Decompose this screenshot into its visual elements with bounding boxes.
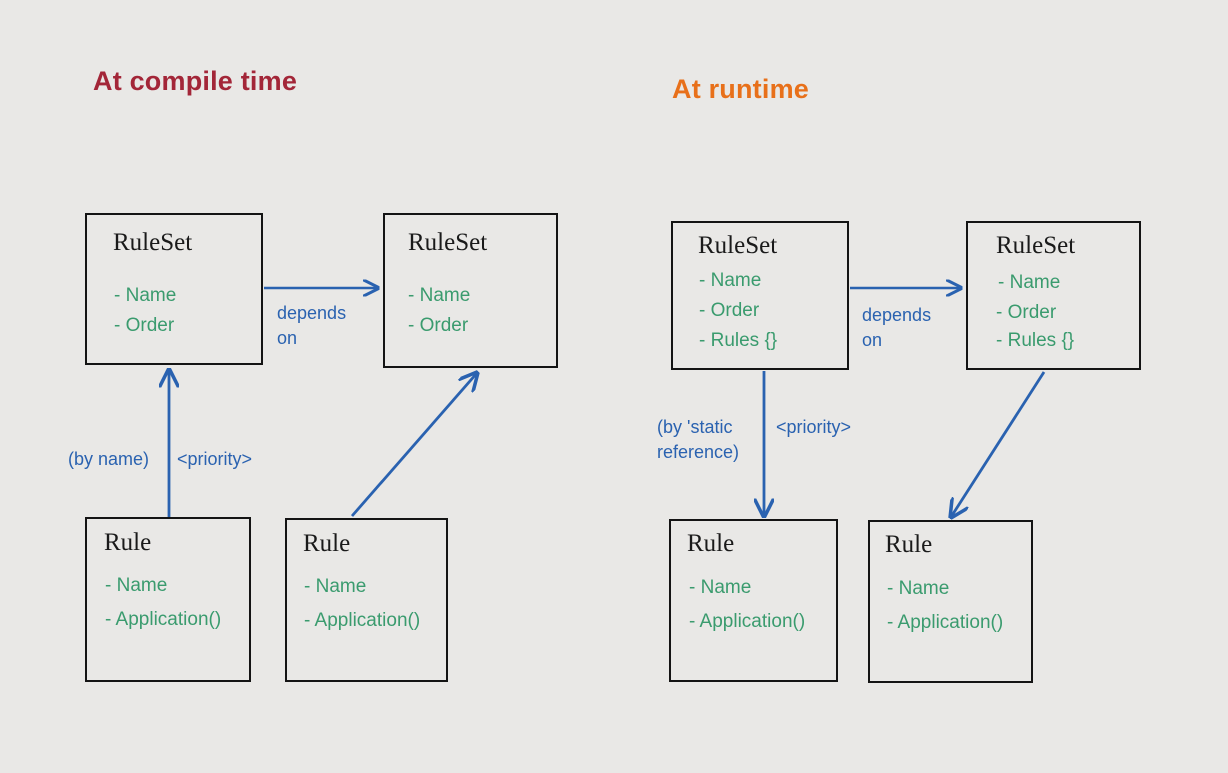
- section-title-runtime: At runtime: [672, 74, 809, 104]
- box-field-name: - Name: [699, 270, 762, 291]
- box-field-order: - Order: [408, 315, 469, 336]
- box-title: RuleSet: [408, 229, 488, 256]
- box-field-application: - Application(): [304, 610, 421, 631]
- edge-label-compile-depends-on: depends on: [277, 303, 347, 348]
- box-field-rules: - Rules {}: [996, 330, 1075, 351]
- box-title: RuleSet: [113, 229, 193, 256]
- box-title: Rule: [303, 530, 351, 557]
- box-title: Rule: [104, 529, 152, 556]
- box-runtime-ruleset-right[interactable]: RuleSet - Name - Order - Rules {}: [966, 221, 1141, 370]
- edge-label-compile-priority: <priority>: [177, 449, 253, 469]
- box-field-name: - Name: [998, 272, 1061, 293]
- edge-label-compile-by-name: (by name): [68, 449, 150, 469]
- box-title: Rule: [885, 531, 933, 558]
- box-field-rules: - Rules {}: [699, 330, 778, 351]
- box-compile-rule-right[interactable]: Rule - Name - Application(): [285, 518, 448, 682]
- box-field-name: - Name: [304, 576, 367, 597]
- box-field-name: - Name: [105, 575, 168, 596]
- box-runtime-ruleset-left[interactable]: RuleSet - Name - Order - Rules {}: [671, 221, 849, 370]
- box-field-name: - Name: [114, 285, 177, 306]
- edge-label-runtime-by-static-reference: (by 'static reference): [657, 417, 740, 462]
- box-field-order: - Order: [699, 300, 760, 321]
- box-field-name: - Name: [689, 577, 752, 598]
- box-title: Rule: [687, 530, 735, 557]
- box-runtime-rule-left[interactable]: Rule - Name - Application(): [669, 519, 838, 682]
- box-field-order: - Order: [996, 302, 1057, 323]
- box-field-name: - Name: [408, 285, 471, 306]
- box-title: RuleSet: [698, 232, 778, 259]
- box-compile-ruleset-left[interactable]: RuleSet - Name - Order: [85, 213, 263, 365]
- box-field-application: - Application(): [887, 612, 1004, 633]
- box-field-name: - Name: [887, 578, 950, 599]
- edge-label-runtime-depends-on: depends on: [862, 305, 932, 350]
- box-title: RuleSet: [996, 232, 1076, 259]
- box-runtime-rule-right[interactable]: Rule - Name - Application(): [868, 520, 1033, 683]
- box-field-application: - Application(): [105, 609, 222, 630]
- box-field-order: - Order: [114, 315, 175, 336]
- edge-label-runtime-priority: <priority>: [776, 417, 852, 437]
- box-field-application: - Application(): [689, 611, 806, 632]
- box-compile-rule-left[interactable]: Rule - Name - Application(): [85, 517, 251, 682]
- box-compile-ruleset-right[interactable]: RuleSet - Name - Order: [383, 213, 558, 368]
- section-title-compile-time: At compile time: [93, 66, 298, 96]
